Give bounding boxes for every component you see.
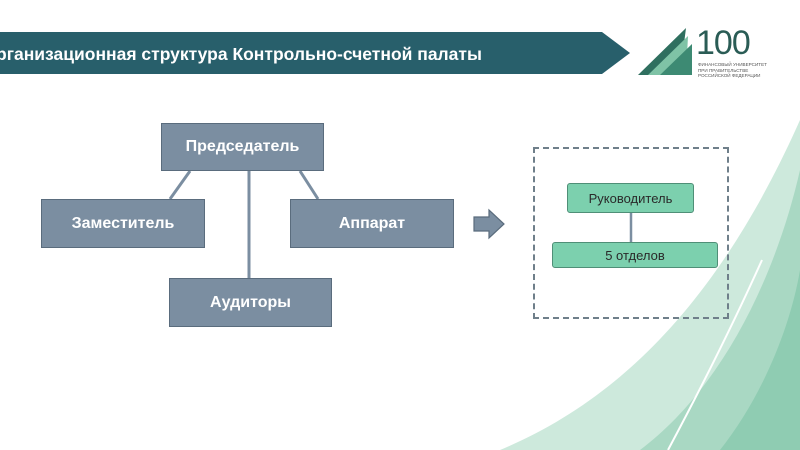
deputy-label: Заместитель: [71, 214, 175, 232]
head-box: Руководитель: [567, 183, 694, 213]
chairman-label: Председатель: [185, 138, 300, 155]
university-logo: 100: [638, 24, 751, 75]
title-banner: [0, 32, 630, 74]
apparatus-detail-frame: [533, 147, 729, 319]
deco-sweep-front: [720, 270, 800, 450]
deputy-box: Заместитель: [41, 199, 205, 248]
departments-label: 5 отделов: [605, 247, 665, 263]
head-label: Руководитель: [588, 190, 673, 206]
logo-caption: ФИНАНСОВЫЙ УНИВЕРСИТЕТ ПРИ ПРАВИТЕЛЬСТВЕ…: [698, 62, 780, 79]
apparatus-box: Аппарат: [290, 199, 454, 248]
departments-box: 5 отделов: [552, 242, 718, 268]
chairman-box: Председатель: [161, 123, 324, 171]
page-title: рганизационная структура Контрольно-счет…: [0, 44, 482, 64]
apparatus-label: Аппарат: [338, 214, 406, 232]
auditors-label: Аудиторы: [210, 293, 291, 311]
logo-caption-line-2: ПРИ ПРАВИТЕЛЬСТВЕ: [698, 67, 749, 73]
logo-swoosh-3: [660, 44, 692, 75]
connector-chair-apparat: [298, 170, 320, 200]
deco-thin-line: [667, 259, 763, 450]
logo-caption-line-3: РОССИЙСКОЙ ФЕДЕРАЦИИ: [698, 73, 761, 79]
auditors-box: Аудиторы: [169, 278, 332, 327]
connector-chair-deputy: [168, 170, 192, 200]
right-arrow-icon: [473, 208, 505, 240]
logo-caption-line-1: ФИНАНСОВЫЙ УНИВЕРСИТЕТ: [698, 62, 767, 67]
deco-sweep-mid: [640, 170, 800, 450]
logo-number: 100: [696, 24, 750, 62]
